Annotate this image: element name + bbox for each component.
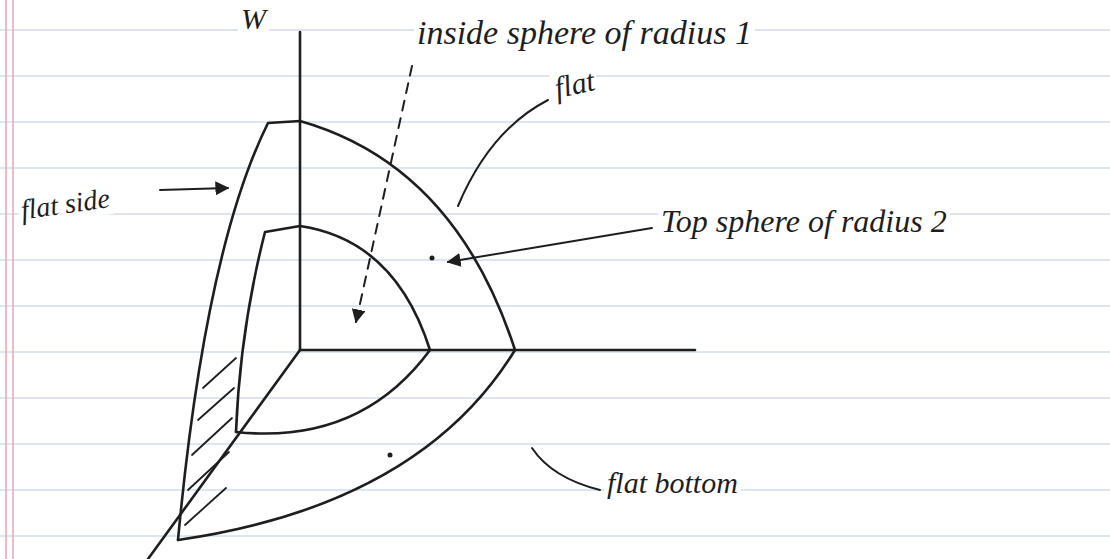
annotation-label: flat side: [16, 183, 115, 227]
ink-dot: [430, 256, 435, 261]
annotation-label: flat: [549, 63, 601, 105]
ruled-lines: [0, 30, 1110, 536]
annotation-label: inside sphere of radius 1: [414, 14, 755, 51]
hatch-line: [185, 488, 226, 525]
outer-top-arc: [300, 121, 515, 350]
y-axis: [300, 349, 695, 352]
leader-line: [458, 100, 548, 206]
annotation-label: W: [238, 2, 269, 35]
hatch-line: [198, 388, 234, 420]
margin-line: [5, 0, 7, 559]
hatch-line: [192, 418, 232, 455]
leader-arrow: [356, 66, 412, 322]
hatch-line: [203, 358, 236, 388]
ruled-line: [0, 121, 1110, 122]
hatch-line: [188, 452, 229, 490]
z-axis: [299, 32, 302, 350]
annotation-label: flat bottom: [604, 466, 741, 499]
ruled-line: [0, 489, 1110, 490]
leader-line: [532, 448, 600, 490]
annotation-label: Top sphere of radius 2: [658, 204, 950, 239]
leader-arrow: [160, 188, 228, 190]
hatching: [185, 358, 236, 525]
inner-top-arc: [300, 226, 430, 350]
ink-dot: [388, 453, 393, 458]
margin-line: [12, 0, 14, 559]
ruled-line: [0, 443, 1110, 444]
inner-side-arc: [236, 226, 300, 432]
ruled-line: [0, 397, 1110, 398]
outer-bottom-arc: [178, 350, 515, 540]
ruled-line: [0, 305, 1110, 306]
inner-bottom-arc: [236, 350, 430, 434]
x-axis: [148, 350, 300, 559]
ruled-line: [0, 167, 1110, 168]
outer-side-arc: [178, 121, 300, 540]
ruled-line: [0, 259, 1110, 260]
ruled-line: [0, 351, 1110, 352]
leader-arrow: [448, 228, 652, 262]
